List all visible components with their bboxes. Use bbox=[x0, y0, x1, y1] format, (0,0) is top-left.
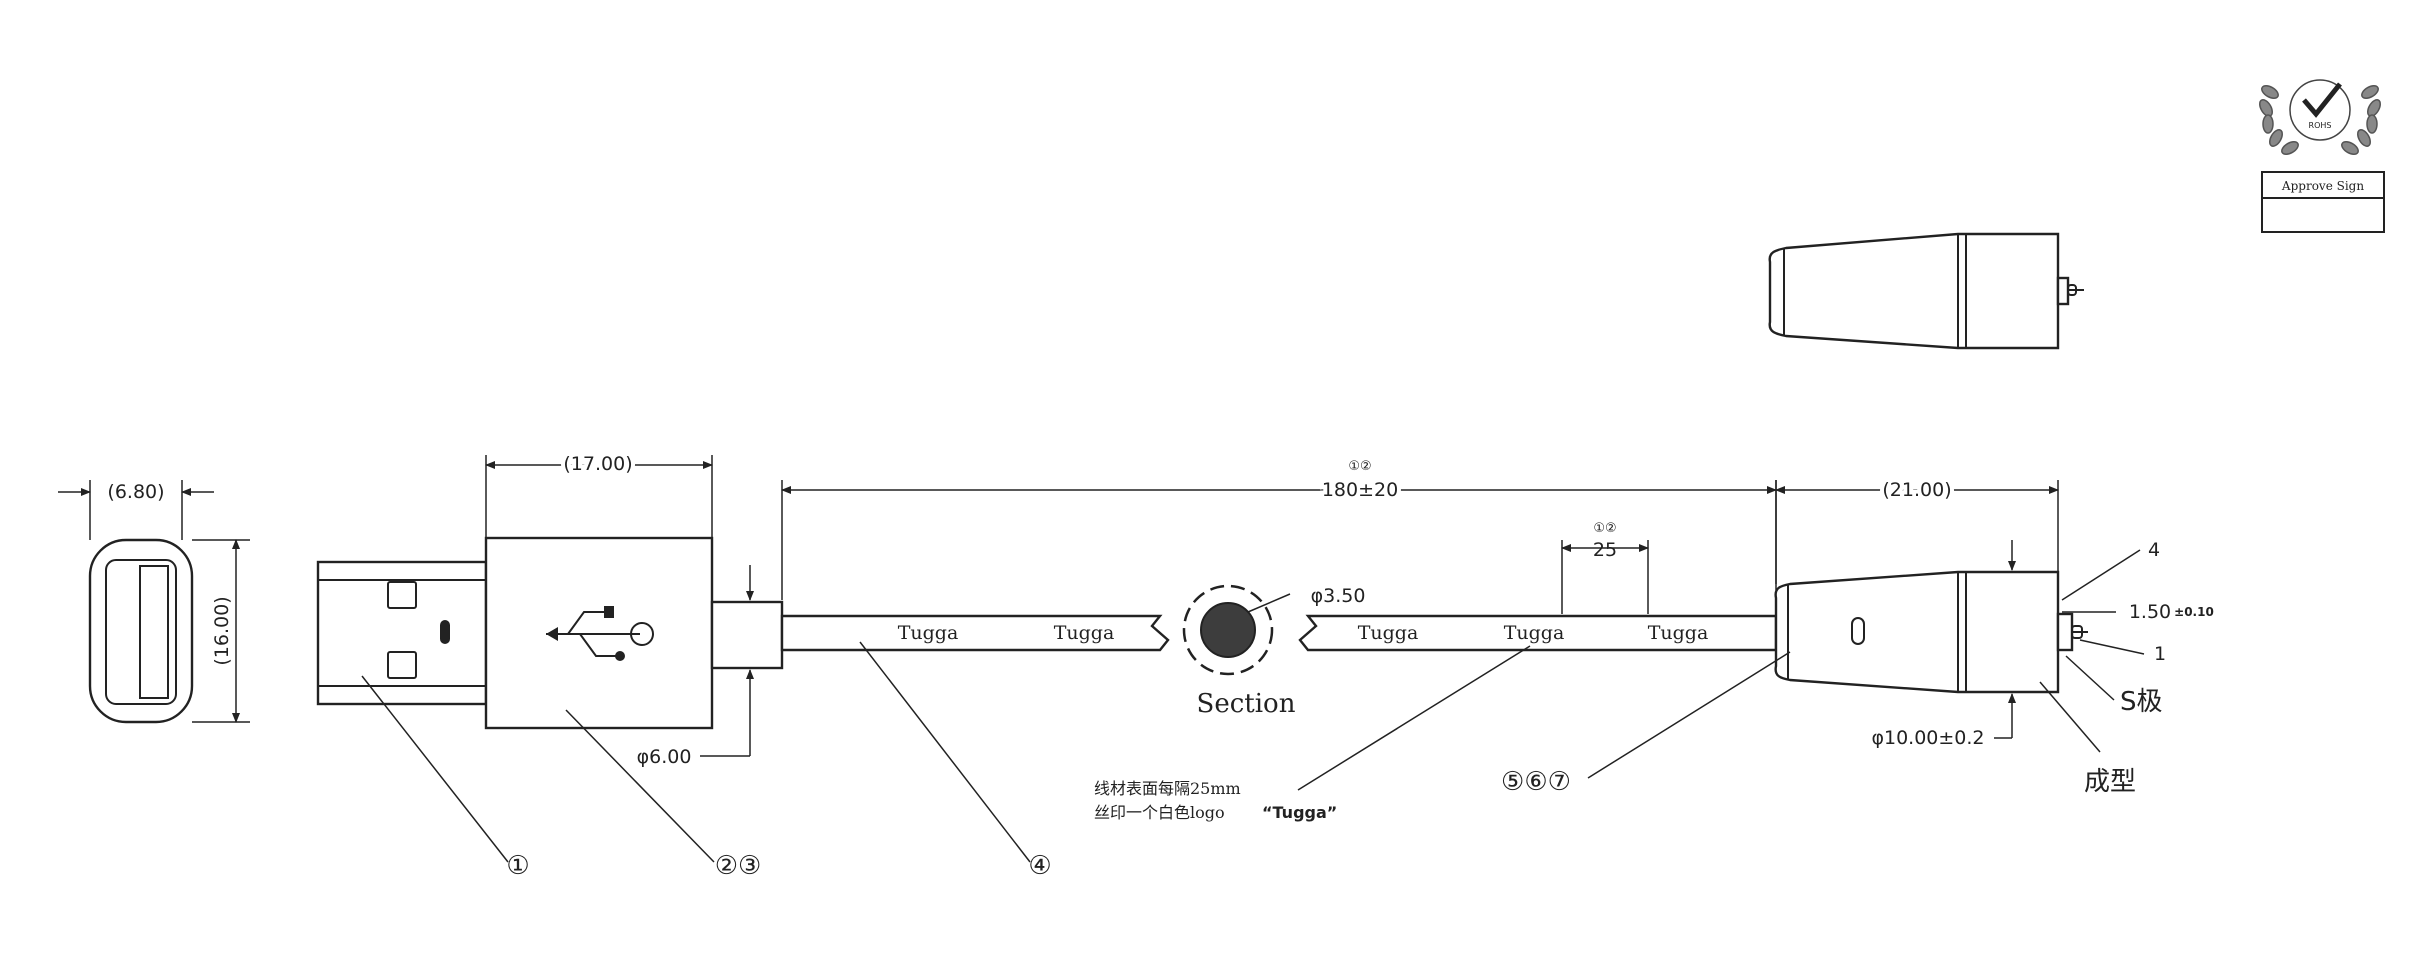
printing-note: 线材表面每隔25mm 丝印一个白色logo “Tugga” bbox=[1094, 645, 1531, 822]
svg-text:④: ④ bbox=[1028, 851, 1051, 881]
head-diameter: φ10.00±0.2 bbox=[1871, 727, 1984, 749]
head-mark bbox=[1851, 617, 1865, 645]
callout-5-6-7: ⑤⑥⑦ bbox=[1501, 651, 1791, 797]
cable-logo: Tugga bbox=[1054, 622, 1115, 644]
svg-text:②③: ②③ bbox=[715, 851, 762, 881]
width-dimension: (6.80) bbox=[107, 481, 164, 503]
note-line-1: 线材表面每隔25mm bbox=[1094, 779, 1241, 798]
cable-left-segment: Tugga Tugga bbox=[780, 614, 1170, 652]
cable-right-segment: Tugga Tugga Tugga 25 ①② bbox=[1298, 521, 1778, 652]
logo-pitch-dimension: 25 bbox=[1593, 539, 1617, 561]
usb-end-view: (6.80) (16.00) bbox=[58, 480, 250, 724]
rohs-seal-text: ROHS bbox=[2309, 121, 2332, 130]
cable-length-note-mark: ①② bbox=[1348, 459, 1371, 474]
dc-head-top-view bbox=[1768, 232, 2084, 350]
plug-length-dimension: (17.00) bbox=[563, 453, 632, 475]
note-logo: “Tugga” bbox=[1262, 803, 1337, 822]
section-diameter: φ3.50 bbox=[1311, 585, 1366, 607]
cable-logo: Tugga bbox=[1358, 622, 1419, 644]
usb-plug: (17.00) φ6.00 bbox=[316, 449, 784, 768]
cable-logo: Tugga bbox=[1504, 622, 1565, 644]
callout-1: ① bbox=[361, 675, 530, 881]
cable-section-view: φ3.50 Section bbox=[1182, 584, 1366, 719]
dc-head-side-view: (21.00) φ10.00±0.2 1.50 ±0.10 4 1 S极 成型 bbox=[1774, 475, 2214, 797]
approve-sign-box: Approve Sign bbox=[2261, 171, 2385, 233]
s-pole-label: S极 bbox=[2120, 687, 2163, 717]
svg-text:①: ① bbox=[506, 851, 529, 881]
rohs-seal-icon: ROHS bbox=[2259, 79, 2381, 155]
height-dimension: (16.00) bbox=[211, 596, 233, 665]
logo-pitch-note-mark: ①② bbox=[1593, 521, 1616, 536]
cable-length-dimension: 180±20 ①② bbox=[781, 459, 1777, 600]
svg-text:⑤⑥⑦: ⑤⑥⑦ bbox=[1501, 767, 1571, 797]
note-line-2: 丝印一个白色logo bbox=[1094, 803, 1225, 822]
checkmark-icon bbox=[2302, 82, 2342, 118]
pin-label-4: 4 bbox=[2148, 539, 2160, 561]
pin-length-tolerance: ±0.10 bbox=[2174, 605, 2214, 619]
callout-2-3: ②③ bbox=[565, 709, 762, 881]
approve-sign-title: Approve Sign bbox=[2281, 179, 2364, 193]
svg-text:180±20: 180±20 bbox=[1322, 479, 1398, 501]
section-label: Section bbox=[1197, 689, 1296, 719]
pin-length-dimension: 1.50 bbox=[2129, 601, 2171, 623]
usb-symbol-icon bbox=[546, 606, 654, 661]
pin-label-1: 1 bbox=[2154, 643, 2166, 665]
strain-relief-diameter: φ6.00 bbox=[637, 746, 692, 768]
head-length-dimension: (21.00) bbox=[1882, 479, 1951, 501]
cable-logo: Tugga bbox=[898, 622, 959, 644]
molding-label: 成型 bbox=[2084, 767, 2136, 797]
callout-4: ④ bbox=[859, 641, 1052, 881]
cable-logo: Tugga bbox=[1648, 622, 1709, 644]
